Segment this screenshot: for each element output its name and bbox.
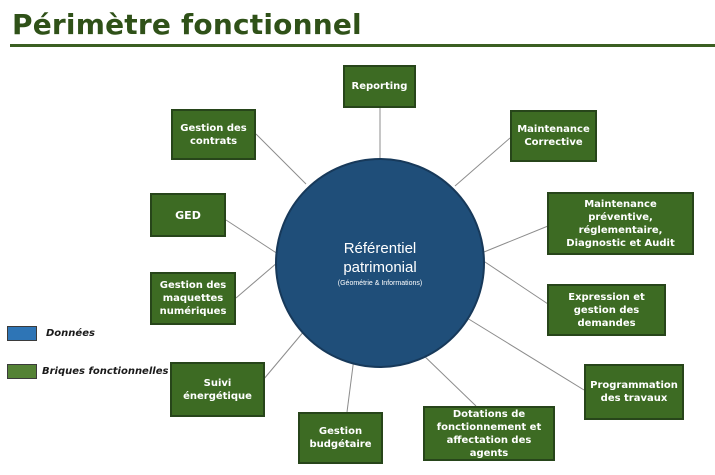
brick-maintenance-corrective: Maintenance Corrective bbox=[510, 110, 597, 162]
hub-subtitle: (Géométrie & Informations) bbox=[337, 280, 423, 287]
legend-label-donnees: Données bbox=[46, 328, 95, 339]
connector-gestion-budgetaire bbox=[346, 357, 355, 413]
legend-label-briques: Briques fonctionnelles bbox=[42, 366, 169, 377]
brick-dotations-fonctionnement: Dotations de fonctionnement et affectati… bbox=[423, 406, 555, 461]
connector-maintenance-corrective bbox=[454, 137, 511, 187]
brick-maintenance-preventive: Maintenance préventive, réglementaire, D… bbox=[547, 192, 694, 255]
connector-suivi-energetique bbox=[262, 329, 306, 381]
page-title: Périmètre fonctionnel bbox=[12, 8, 362, 41]
legend-swatch-briques bbox=[7, 364, 37, 379]
brick-expression-demandes: Expression et gestion des demandes bbox=[547, 284, 666, 336]
hub-referentiel-patrimonial: Référentiel patrimonial (Géométrie & Inf… bbox=[275, 158, 485, 368]
brick-suivi-energetique: Suivi énergétique bbox=[170, 362, 265, 417]
connector-dotations bbox=[417, 349, 477, 407]
hub-title: Référentiel patrimonial bbox=[343, 240, 417, 276]
brick-gestion-budgetaire: Gestion budgétaire bbox=[298, 412, 383, 464]
connector-gestion-contrats bbox=[255, 133, 307, 185]
connector-ged bbox=[225, 219, 279, 255]
legend-swatch-donnees bbox=[7, 326, 37, 341]
connector-gestion-maquettes bbox=[235, 261, 279, 299]
connector-programmation-travaux bbox=[466, 317, 585, 391]
connector-expression-demandes bbox=[481, 259, 549, 305]
brick-gestion-contrats: Gestion des contrats bbox=[171, 109, 256, 160]
brick-programmation-travaux: Programmation des travaux bbox=[584, 364, 684, 420]
brick-ged: GED bbox=[150, 193, 226, 237]
brick-reporting: Reporting bbox=[343, 65, 416, 108]
connector-maintenance-preventive bbox=[483, 225, 549, 253]
brick-gestion-maquettes: Gestion des maquettes numériques bbox=[150, 272, 236, 325]
title-divider bbox=[10, 44, 715, 47]
